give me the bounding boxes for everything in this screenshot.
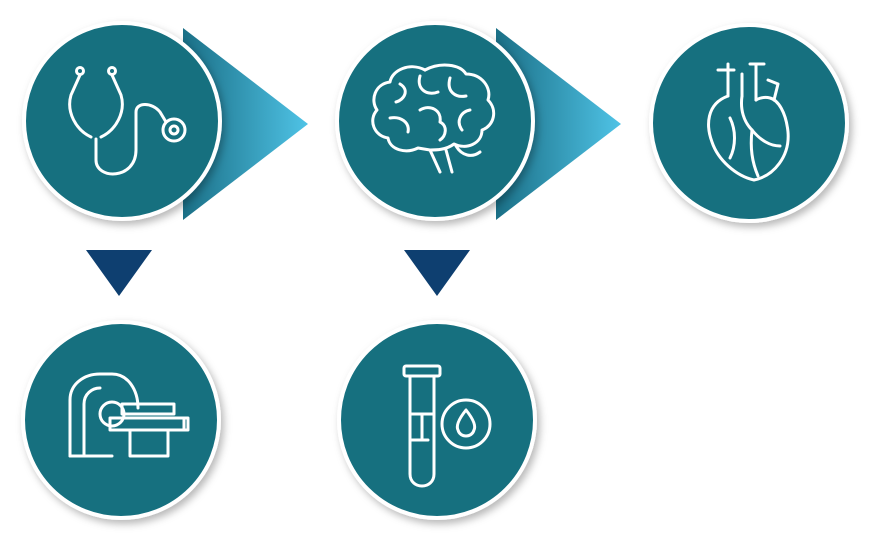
brain-node xyxy=(335,21,535,221)
blood-test-tube-node xyxy=(337,320,537,520)
test-tube-icon xyxy=(402,364,492,488)
arrow-down-stethoscope-to-mri xyxy=(86,250,152,296)
arrow-down-brain-to-test-tube xyxy=(404,250,470,296)
arrow-right-brain-to-heart xyxy=(496,28,621,220)
mri-scanner-icon xyxy=(68,372,190,458)
heart-icon xyxy=(707,62,790,182)
heart-node xyxy=(649,23,849,223)
stethoscope-icon xyxy=(68,66,187,176)
mri-scanner-node xyxy=(21,320,221,520)
stethoscope-node xyxy=(22,21,222,221)
brain-icon xyxy=(371,63,496,174)
arrow-right-stethoscope-to-brain xyxy=(183,28,308,220)
